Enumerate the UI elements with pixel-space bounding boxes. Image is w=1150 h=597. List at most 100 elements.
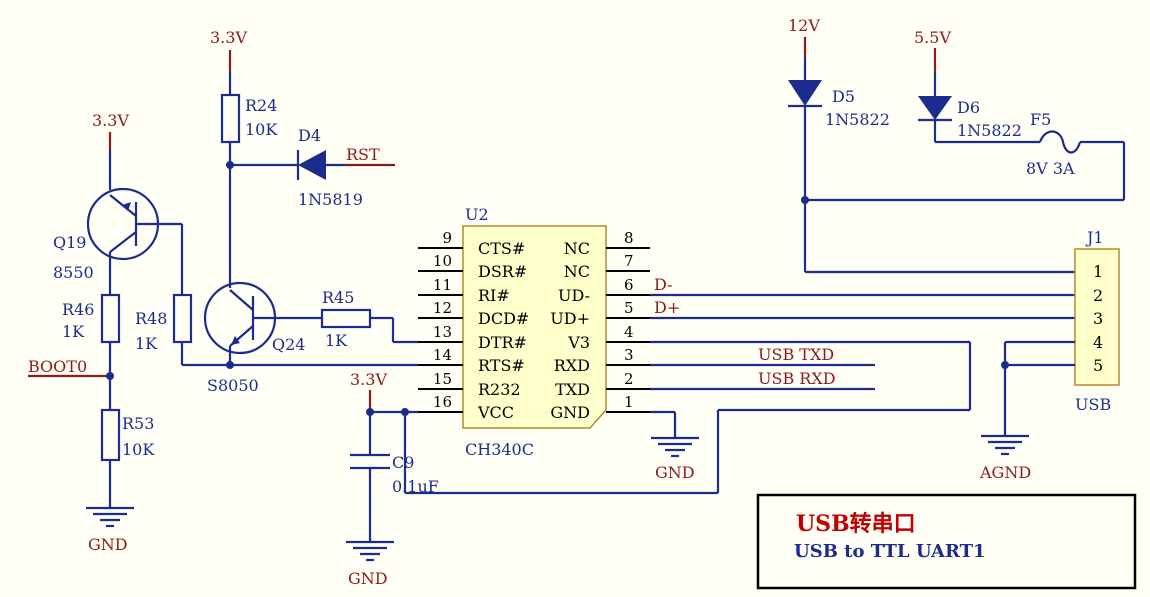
- ground-symbol-left: [86, 506, 134, 528]
- u2-value: CH340C: [465, 440, 534, 459]
- u2-pin-name: UD+: [550, 309, 590, 328]
- gnd-label-left: GND: [88, 535, 128, 554]
- resistor-r45: [320, 308, 372, 329]
- u2-pin-num: 11: [433, 276, 452, 294]
- title-line1: USB转串口: [796, 511, 916, 537]
- q19-ref: Q19: [53, 233, 86, 252]
- q24-value: S8050: [207, 376, 259, 395]
- agnd-section: AGND: [979, 340, 1075, 482]
- u2-pin-num: 12: [433, 299, 452, 317]
- r46-value: 1K: [62, 322, 85, 341]
- u2-pin-num: 3: [624, 346, 634, 364]
- q24-section: 3.3V R24 10K RST D4 1N5819 Q24 S8050: [203, 28, 418, 395]
- j1-ref: J1: [1085, 228, 1104, 247]
- j1-pin: 5: [1093, 356, 1103, 375]
- u2-pin-name: VCC: [477, 403, 514, 422]
- resistor-r53: [100, 408, 121, 462]
- r53-ref: R53: [122, 414, 154, 433]
- r53-value: 10K: [122, 440, 155, 459]
- power-label-3v3-vcc: 3.3V: [350, 370, 387, 389]
- u2-pin-name: V3: [567, 333, 590, 352]
- resistor-r48: [172, 293, 193, 344]
- data-lines: D- D+ USB TXD USB RXD: [650, 275, 1075, 391]
- j1-value: USB: [1075, 395, 1111, 414]
- u2-pin-num: 5: [624, 299, 634, 317]
- transistor-q24: [203, 281, 277, 355]
- q19-value: 8550: [53, 263, 94, 282]
- r45-value: 1K: [325, 331, 348, 350]
- diode-d5: [788, 80, 822, 108]
- q24-ref: Q24: [272, 335, 305, 354]
- r24-value: 10K: [245, 120, 278, 139]
- j1-pin: 4: [1093, 333, 1103, 352]
- title-box: USB转串口 USB to TTL UART1: [756, 493, 1137, 590]
- power-label-3v3-q19: 3.3V: [92, 111, 129, 130]
- u2-pin-name: RI#: [478, 286, 510, 305]
- u2-pin-num: 10: [433, 252, 452, 270]
- d5-section: 12V D5 1N5822: [788, 16, 1075, 274]
- ground-symbol-c9: [346, 540, 394, 562]
- connector-j1: J1 1 2 3 4 5 USB: [1074, 228, 1120, 414]
- d5-value: 1N5822: [825, 110, 890, 129]
- r45-ref: R45: [322, 288, 354, 307]
- u2-pin-num: 13: [433, 323, 452, 341]
- c9-value: 0.1uF: [392, 477, 439, 496]
- fuse-f5: [1038, 130, 1082, 154]
- u2-pin-num: 4: [624, 323, 634, 341]
- r48-value: 1K: [135, 334, 158, 353]
- gnd-label-c9: GND: [348, 569, 388, 588]
- u2-pin-num: 9: [442, 229, 452, 247]
- diode-d4: [296, 150, 326, 180]
- u2-pin-name: RTS#: [478, 356, 525, 375]
- net-label-rst: RST: [346, 145, 380, 164]
- u2-pin-name: GND: [550, 403, 590, 422]
- resistor-r46: [100, 293, 121, 344]
- r48-ref: R48: [135, 309, 167, 328]
- r24-ref: R24: [245, 96, 277, 115]
- u2-pin-num: 6: [624, 276, 634, 294]
- net-label-usb-txd: USB TXD: [758, 345, 834, 364]
- agnd-label: AGND: [979, 463, 1031, 482]
- u2-pin-num: 2: [624, 370, 634, 388]
- c9-ref: C9: [392, 453, 414, 472]
- u2-pin-name: R232: [478, 380, 521, 399]
- net-label-boot0: BOOT0: [28, 357, 87, 376]
- u2-pin-name: DCD#: [478, 309, 529, 328]
- u2-pin-name: UD-: [558, 286, 590, 305]
- u2-pin-name: DSR#: [478, 262, 527, 281]
- r46-ref: R46: [62, 300, 94, 319]
- u2-pin-num: 14: [433, 346, 452, 364]
- c9-section: 3.3V C9 0.1uF GND: [346, 340, 972, 588]
- chip-u2: U2 CH340C 9 CTS# 10 DSR# 11 RI#: [418, 205, 650, 459]
- u2-pin-num: 15: [433, 370, 452, 388]
- u2-pin-num: 16: [433, 393, 452, 411]
- net-label-usb-rxd: USB RXD: [758, 369, 836, 388]
- d4-value: 1N5819: [298, 190, 363, 209]
- u2-pin-name: DTR#: [478, 333, 527, 352]
- f5-ref: F5: [1030, 110, 1051, 129]
- d6-section: 5.5V D6 1N5822 F5 8V 3A: [805, 28, 1126, 202]
- d5-ref: D5: [832, 87, 855, 106]
- u2-pin-name: NC: [564, 239, 590, 258]
- u2-pin-name: NC: [564, 262, 590, 281]
- q19-section: 3.3V Q19 8550 R46 1K BOOT0 R53 10K: [28, 111, 418, 554]
- u2-pin-num: 1: [624, 393, 634, 411]
- power-label-12v: 12V: [788, 16, 820, 35]
- u2-pin-num: 7: [624, 252, 634, 270]
- d6-value: 1N5822: [957, 121, 1022, 140]
- power-label-3v3-r24: 3.3V: [210, 28, 247, 47]
- u2-gnd: GND: [650, 410, 699, 482]
- resistor-r24: [220, 93, 241, 144]
- j1-pin: 3: [1093, 309, 1103, 328]
- gnd-label-u2: GND: [655, 463, 695, 482]
- u2-pin-name: CTS#: [478, 239, 525, 258]
- u2-ref: U2: [465, 205, 489, 224]
- j1-pin: 1: [1093, 262, 1103, 281]
- d6-ref: D6: [957, 98, 980, 117]
- net-label-dminus: D-: [654, 275, 673, 294]
- u2-pin-num: 8: [624, 229, 634, 247]
- title-line2: USB to TTL UART1: [794, 541, 986, 562]
- u2-pin-name: TXD: [555, 380, 590, 399]
- power-label-5v5: 5.5V: [914, 28, 951, 47]
